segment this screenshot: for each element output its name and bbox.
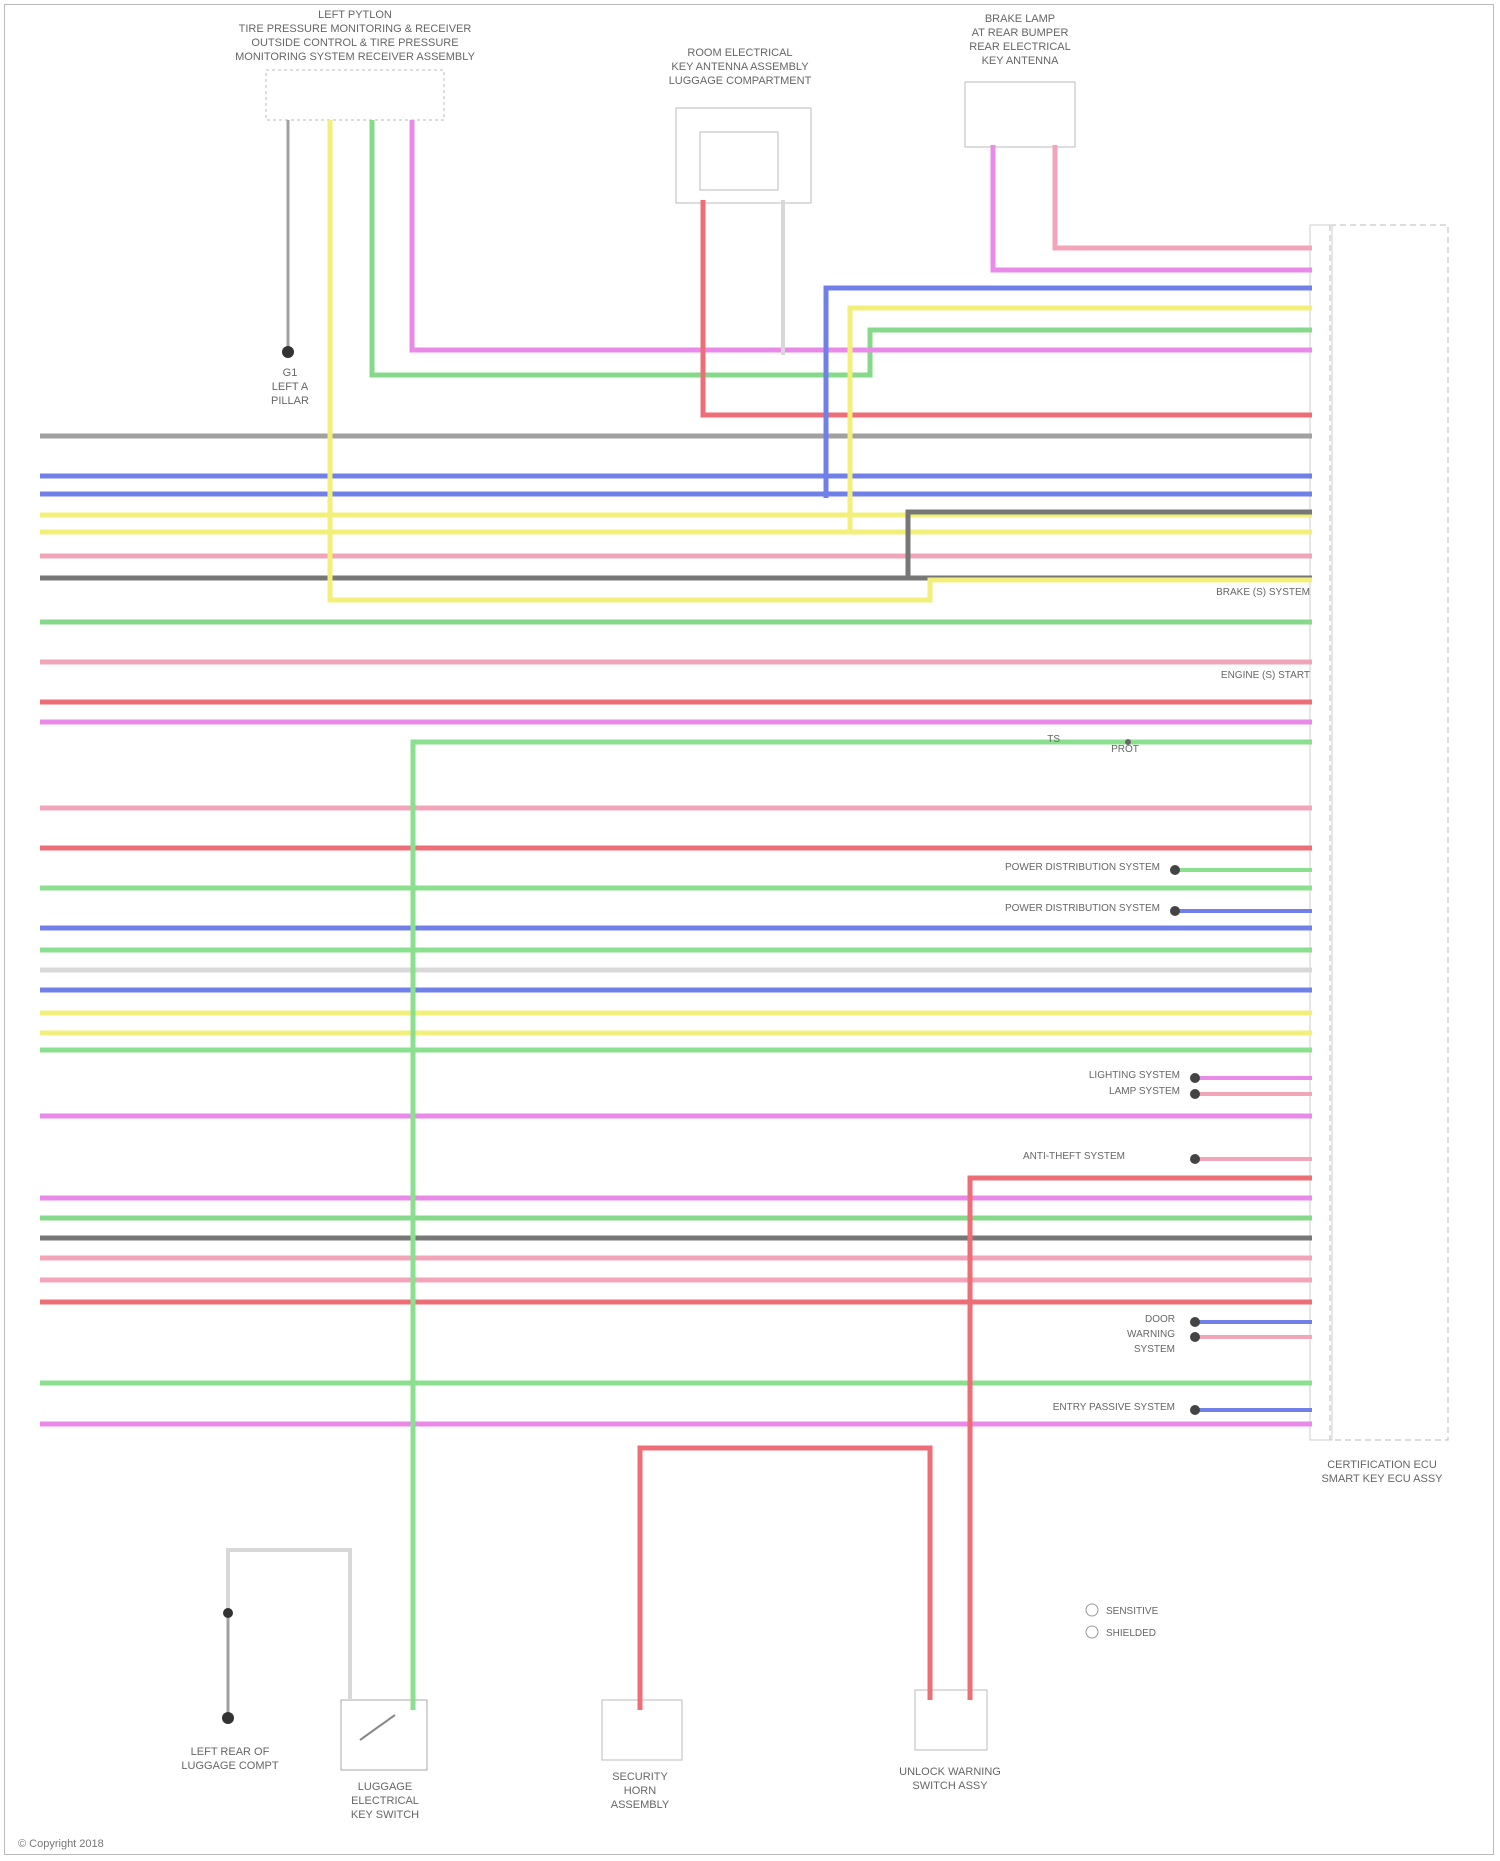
connection-dot — [1190, 1073, 1200, 1083]
wire-yel — [330, 120, 1312, 600]
ground-label-1: G1 — [283, 367, 298, 379]
ground-bottom-label-1: LEFT REAR OF — [191, 1746, 270, 1758]
connection-dot — [223, 1608, 233, 1618]
wire-vio — [412, 120, 1312, 350]
unlock-warning-switch-box — [915, 1690, 987, 1750]
rear-antenna-label-1: BRAKE LAMP — [985, 13, 1055, 25]
key-switch-label-3: KEY SWITCH — [351, 1809, 419, 1821]
copyright-text: © Copyright 2018 — [18, 1838, 104, 1850]
rear-antenna-label-2: AT REAR BUMPER — [972, 27, 1069, 39]
room-antenna-label-2: KEY ANTENNA ASSEMBLY — [671, 61, 809, 73]
legend-shielded-label: SHIELDED — [1106, 1628, 1156, 1639]
wire-yel — [850, 308, 1312, 530]
power-distribution-label-2: POWER DISTRIBUTION SYSTEM — [1005, 903, 1160, 914]
splice-label: TS — [1047, 734, 1060, 745]
smart-key-ecu-pin-strip — [1310, 225, 1332, 1440]
horn-label-2: HORN — [624, 1785, 656, 1797]
ground-label-2: LEFT A — [272, 381, 309, 393]
horn-label-1: SECURITY — [612, 1771, 668, 1783]
room-key-antenna-box — [676, 108, 811, 203]
tpms-label-1: LEFT PYTLON — [318, 9, 392, 21]
lighting-system-label: LIGHTING SYSTEM — [1089, 1070, 1180, 1081]
lamp-system-label: LAMP SYSTEM — [1109, 1086, 1180, 1097]
unlock-switch-label-1: UNLOCK WARNING — [899, 1766, 1001, 1778]
legend-sensitive-label: SENSITIVE — [1106, 1606, 1159, 1617]
legend-shielded-icon — [1086, 1626, 1098, 1638]
key-switch-label-1: LUGGAGE — [358, 1781, 412, 1793]
rear-antenna-label-4: KEY ANTENNA — [982, 55, 1059, 67]
connection-dot — [1190, 1154, 1200, 1164]
rear-antenna-label-3: REAR ELECTRICAL — [969, 41, 1070, 53]
tpms-label-4: MONITORING SYSTEM RECEIVER ASSEMBLY — [235, 51, 475, 63]
wire-pnk — [1055, 145, 1312, 248]
anti-theft-label: ANTI-THEFT SYSTEM — [1023, 1151, 1125, 1162]
connection-dot — [1190, 1089, 1200, 1099]
room-antenna-label-1: ROOM ELECTRICAL — [687, 47, 792, 59]
ecu-label-1: CERTIFICATION ECU — [1327, 1459, 1437, 1471]
ground-label-3: PILLAR — [271, 395, 309, 407]
luggage-key-switch-box — [341, 1700, 427, 1770]
connection-dot — [1170, 906, 1180, 916]
switch-contact-icon — [360, 1715, 395, 1740]
legend-sensitive-icon — [1086, 1604, 1098, 1616]
wire-vio — [993, 145, 1312, 270]
entry-passive-label: ENTRY PASSIVE SYSTEM — [1053, 1402, 1175, 1413]
tpms-label-2: TIRE PRESSURE MONITORING & RECEIVER — [239, 23, 472, 35]
brake-system-label: BRAKE (S) SYSTEM — [1216, 587, 1310, 598]
connection-dot — [1190, 1332, 1200, 1342]
ecu-label-2: SMART KEY ECU ASSY — [1321, 1473, 1443, 1485]
splice-note: PROT — [1111, 744, 1139, 755]
ground-bottom-label-2: LUGGAGE COMPT — [181, 1760, 278, 1772]
room-key-antenna-inner — [700, 132, 778, 190]
warning-label: WARNING — [1127, 1329, 1175, 1340]
unlock-switch-label-2: SWITCH ASSY — [912, 1780, 988, 1792]
room-antenna-label-3: LUGGAGE COMPARTMENT — [669, 75, 812, 87]
key-switch-label-2: ELECTRICAL — [351, 1795, 419, 1807]
system-label: SYSTEM — [1134, 1344, 1175, 1355]
connection-dot — [282, 346, 294, 358]
tpms-label-3: OUTSIDE CONTROL & TIRE PRESSURE — [251, 37, 458, 49]
smart-key-ecu-box — [1330, 225, 1448, 1440]
engine-start-label: ENGINE (S) START — [1221, 670, 1310, 681]
wire-wht — [228, 1550, 350, 1700]
power-distribution-label-1: POWER DISTRIBUTION SYSTEM — [1005, 862, 1160, 873]
connection-dot — [1170, 865, 1180, 875]
door-label: DOOR — [1145, 1314, 1175, 1325]
tpms-receiver-connector — [266, 70, 444, 120]
wire-blu — [826, 288, 1312, 498]
connection-dot — [1190, 1317, 1200, 1327]
wire-blk — [908, 512, 1312, 578]
connection-dot — [222, 1712, 234, 1724]
horn-label-3: ASSEMBLY — [611, 1799, 670, 1811]
connection-dot — [1190, 1405, 1200, 1415]
wire-red — [640, 1448, 930, 1710]
wire-layer — [40, 120, 1312, 1720]
rear-key-antenna-box — [965, 82, 1075, 147]
